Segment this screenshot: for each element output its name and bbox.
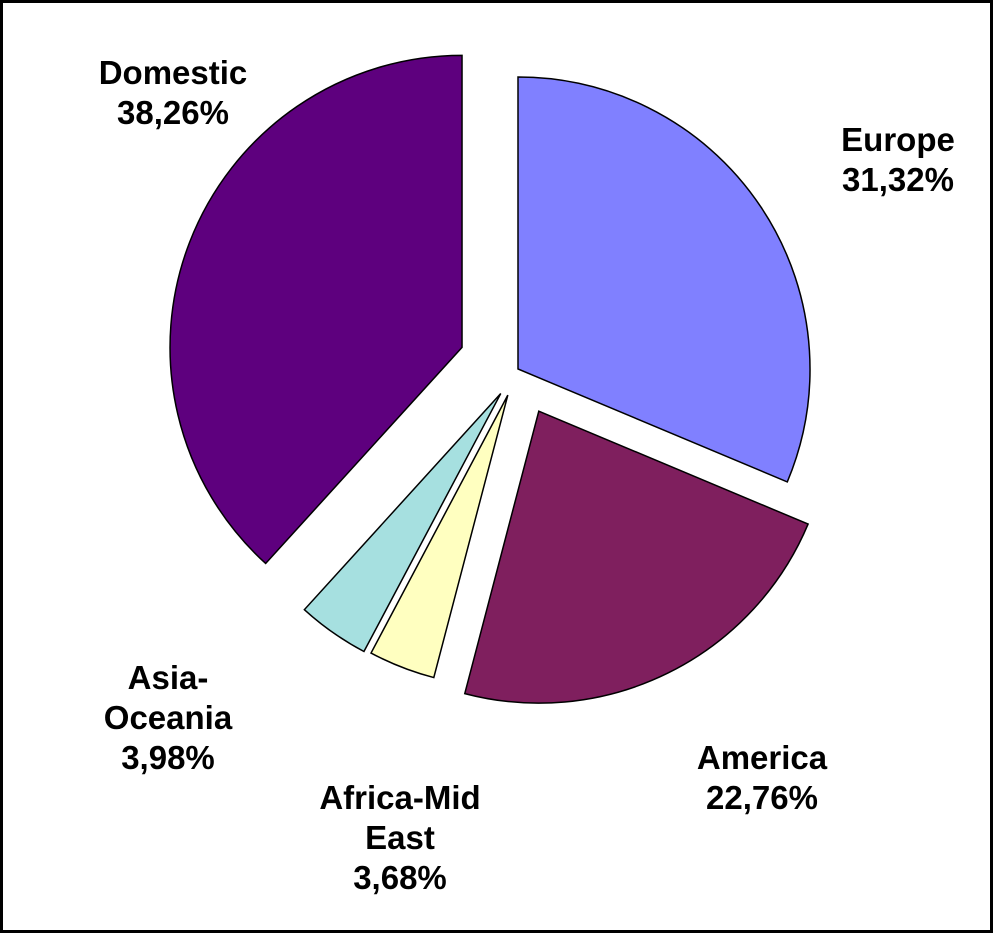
pie-slice-africa-mid-east <box>370 394 509 679</box>
label-asia-name-line1: Asia- <box>127 659 209 696</box>
pie-slice-america <box>463 410 810 704</box>
label-europe: Europe 31,32% <box>778 120 993 200</box>
label-europe-name: Europe <box>841 121 955 158</box>
label-africa-name-line2: East <box>365 819 435 856</box>
label-domestic-value: 38,26% <box>117 94 229 131</box>
label-domestic: Domestic 38,26% <box>53 53 293 133</box>
pie-chart <box>169 54 811 704</box>
pie-slice-asia-oceania <box>303 393 502 653</box>
label-africa-name-line1: Africa-Mid <box>319 779 481 816</box>
label-asia-value: 3,98% <box>121 739 215 776</box>
label-africa-mid-east: Africa-Mid East 3,68% <box>280 778 520 898</box>
label-asia-oceania: Asia- Oceania 3,98% <box>48 658 288 778</box>
label-america-name: America <box>696 739 828 776</box>
pie-slice-domestic <box>169 54 463 565</box>
pie-slices <box>169 54 811 704</box>
label-africa-value: 3,68% <box>353 859 447 896</box>
label-america: America 22,76% <box>642 738 882 818</box>
label-domestic-name: Domestic <box>98 54 248 91</box>
pie-slice-europe <box>517 76 811 483</box>
label-asia-name-line2: Oceania <box>103 699 233 736</box>
label-america-value: 22,76% <box>706 779 818 816</box>
label-europe-value: 31,32% <box>842 161 954 198</box>
